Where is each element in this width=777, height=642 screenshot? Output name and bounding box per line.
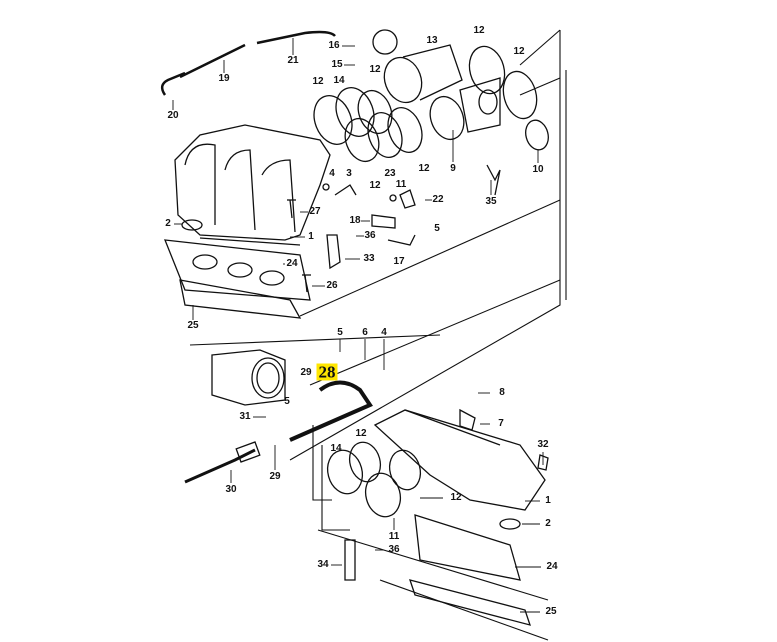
callout-18[interactable]: 18	[349, 215, 361, 226]
callout-11[interactable]: 11	[395, 179, 407, 190]
callout-3[interactable]: 3	[346, 168, 352, 179]
callout-34[interactable]: 34	[317, 559, 329, 570]
upper-rings	[313, 29, 549, 196]
callout-9[interactable]: 9	[450, 163, 456, 174]
sensor-30	[184, 441, 261, 484]
callout-36[interactable]: 36	[364, 230, 376, 241]
callout-19[interactable]: 19	[218, 73, 230, 84]
lower-gaskets	[344, 514, 531, 626]
leader-lines	[172, 38, 544, 613]
callout-5[interactable]: 5	[434, 223, 440, 234]
callout-12[interactable]: 12	[355, 428, 367, 439]
callout-6[interactable]: 6	[362, 327, 368, 338]
callout-29[interactable]: 29	[269, 471, 281, 482]
callout-15[interactable]: 15	[331, 59, 343, 70]
callout-12[interactable]: 12	[450, 492, 462, 503]
upper-gaskets	[163, 219, 311, 319]
callout-12[interactable]: 12	[473, 25, 485, 36]
callout-28-highlighted[interactable]: 28	[316, 362, 338, 382]
callout-25[interactable]: 25	[545, 606, 557, 617]
callout-10[interactable]: 10	[532, 164, 544, 175]
callout-35[interactable]: 35	[485, 196, 497, 207]
callout-36[interactable]: 36	[388, 544, 400, 555]
callout-12[interactable]: 12	[312, 76, 324, 87]
upper-small-parts	[287, 183, 416, 293]
callout-4[interactable]: 4	[381, 327, 387, 338]
callout-5[interactable]: 5	[284, 396, 290, 407]
callout-1[interactable]: 1	[545, 495, 551, 506]
callout-24[interactable]: 24	[546, 561, 558, 572]
callout-1[interactable]: 1	[308, 231, 314, 242]
callout-12[interactable]: 12	[513, 46, 525, 57]
callout-12[interactable]: 12	[418, 163, 430, 174]
callout-25[interactable]: 25	[187, 320, 199, 331]
callout-22[interactable]: 22	[432, 194, 444, 205]
callout-8[interactable]: 8	[499, 387, 505, 398]
callout-2[interactable]: 2	[165, 218, 171, 229]
callout-21[interactable]: 21	[287, 55, 299, 66]
callout-12[interactable]: 12	[369, 180, 381, 191]
callout-33[interactable]: 33	[363, 253, 375, 264]
callout-16[interactable]: 16	[328, 40, 340, 51]
throttle-body	[211, 349, 286, 406]
callout-7[interactable]: 7	[498, 418, 504, 429]
callout-27[interactable]: 27	[309, 206, 321, 217]
upper-intake-manifold	[174, 124, 331, 246]
callout-5[interactable]: 5	[337, 327, 343, 338]
callout-14[interactable]: 14	[330, 443, 342, 454]
callout-11[interactable]: 11	[388, 531, 400, 542]
callout-4[interactable]: 4	[329, 168, 335, 179]
lower-intake-manifold	[326, 408, 549, 518]
callout-17[interactable]: 17	[393, 256, 405, 267]
upper-frame-lines	[189, 29, 567, 641]
hose-28	[289, 380, 373, 442]
callout-30[interactable]: 30	[225, 484, 237, 495]
callout-12[interactable]: 12	[369, 64, 381, 75]
callout-2[interactable]: 2	[545, 518, 551, 529]
callout-20[interactable]: 20	[167, 110, 179, 121]
callout-29[interactable]: 29	[300, 367, 312, 378]
callout-24[interactable]: 24	[286, 258, 298, 269]
callout-31[interactable]: 31	[239, 411, 251, 422]
callout-23[interactable]: 23	[384, 168, 396, 179]
callout-13[interactable]: 13	[426, 35, 438, 46]
callout-32[interactable]: 32	[537, 439, 549, 450]
callout-14[interactable]: 14	[333, 75, 345, 86]
callout-26[interactable]: 26	[326, 280, 338, 291]
hoses	[160, 30, 336, 96]
